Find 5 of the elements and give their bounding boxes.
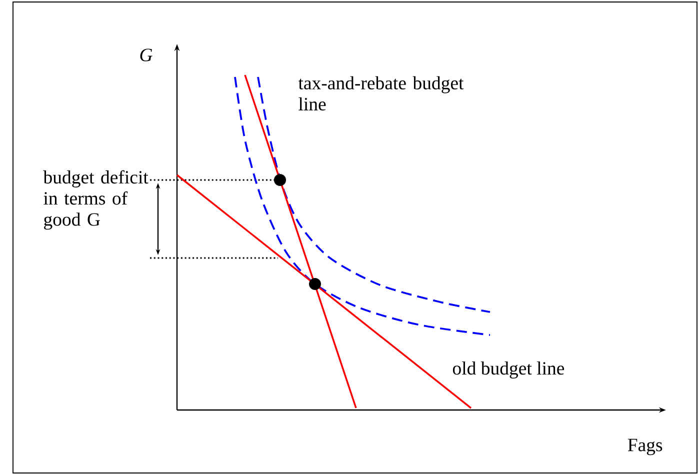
annotation: budget deficit in terms of good G [43, 170, 148, 230]
axis-label: Fags [628, 438, 662, 456]
axis-label: G [140, 48, 152, 62]
annotation: tax-and-rebate budget line [298, 76, 464, 111]
annotation: old budget line [452, 361, 564, 379]
